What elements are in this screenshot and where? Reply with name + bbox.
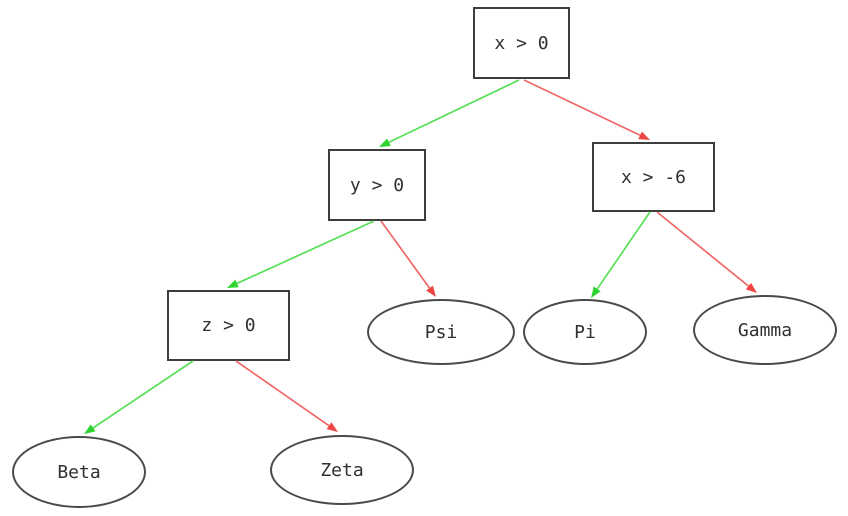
arrowhead-true-pi	[591, 286, 601, 298]
edge-false-y-gt-0-to-psi	[380, 220, 431, 289]
arrowhead-false-zeta	[326, 422, 338, 432]
leaf-node-beta: Beta	[12, 436, 146, 508]
leaf-node-zeta: Zeta	[270, 435, 414, 505]
arrowhead-true-y-gt-0	[379, 138, 391, 147]
arrowhead-false-x-gt-neg6	[638, 131, 650, 140]
edge-false-x-gt-neg6-to-gamma	[656, 211, 749, 287]
edge-false-z-gt-0-to-zeta	[235, 360, 330, 427]
edge-false-x-gt-0-to-x-gt-neg6	[523, 79, 641, 137]
arrowhead-true-beta	[84, 424, 96, 434]
arrowhead-false-gamma	[745, 282, 757, 293]
leaf-node-gamma: Gamma	[693, 295, 837, 365]
edge-true-x-gt-neg6-to-pi	[596, 211, 651, 290]
edge-true-x-gt-0-to-y-gt-0	[388, 79, 520, 144]
decision-node-x-gt-neg6: x > -6	[592, 142, 715, 212]
arrowhead-true-z-gt-0	[227, 279, 239, 288]
leaf-node-pi: Pi	[523, 299, 647, 365]
decision-node-z-gt-0: z > 0	[167, 290, 290, 361]
edge-true-z-gt-0-to-beta	[92, 360, 194, 429]
decision-node-x-gt-0: x > 0	[473, 7, 570, 79]
arrowhead-false-psi	[426, 285, 436, 297]
edge-true-y-gt-0-to-z-gt-0	[236, 220, 375, 285]
decision-node-y-gt-0: y > 0	[328, 149, 426, 221]
leaf-node-psi: Psi	[367, 299, 515, 365]
